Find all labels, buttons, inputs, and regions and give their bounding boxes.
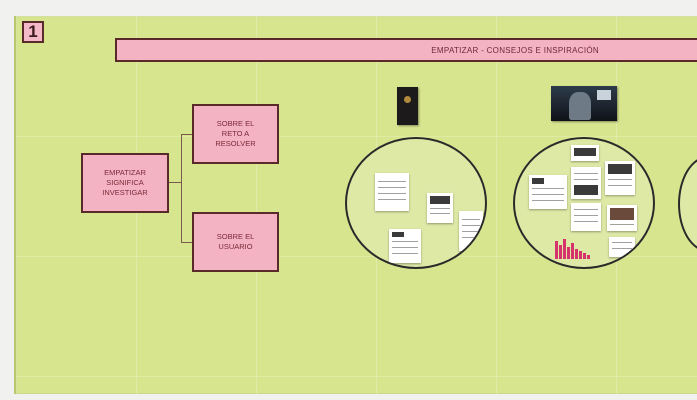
document-thumbnail[interactable] (427, 193, 453, 223)
sobre-el-usuario-box-text: SOBRE EL USUARIO (217, 232, 255, 252)
inspiration-circle-3[interactable] (678, 156, 697, 252)
box-line: RESOLVER (215, 139, 256, 148)
connector-line (181, 242, 192, 243)
sobre-el-usuario-box[interactable]: SOBRE EL USUARIO (192, 212, 279, 272)
person-photo-image[interactable] (551, 86, 617, 121)
document-thumbnail[interactable] (571, 167, 601, 199)
document-thumbnail[interactable] (571, 145, 599, 161)
connector-line (169, 182, 181, 183)
title-banner[interactable]: EMPATIZAR - CONSEJOS E INSPIRACIÓN (115, 38, 697, 62)
box-line: SOBRE EL (216, 232, 255, 241)
connector-line (181, 134, 192, 135)
pink-bar-chart-thumbnail[interactable] (555, 237, 595, 259)
prezi-canvas[interactable]: 1 EMPATIZAR - CONSEJOS E INSPIRACIÓN EMP… (14, 16, 697, 394)
box-line: SIGNIFICA (106, 178, 144, 187)
empatizar-box[interactable]: EMPATIZAR SIGNIFICA INVESTIGAR (81, 153, 169, 213)
document-thumbnail[interactable] (389, 229, 421, 263)
box-line: INVESTIGAR (102, 188, 148, 197)
sobre-el-reto-box[interactable]: SOBRE EL RETO A RESOLVER (192, 104, 279, 164)
inspiration-circle-1[interactable] (345, 137, 487, 269)
document-thumbnail[interactable] (571, 203, 601, 231)
document-thumbnail[interactable] (607, 205, 637, 231)
empatizar-box-text: EMPATIZAR SIGNIFICA INVESTIGAR (102, 168, 147, 198)
document-thumbnail[interactable] (609, 237, 635, 257)
box-line: RETO A (221, 129, 250, 138)
box-line: USUARIO (218, 242, 253, 251)
inspiration-circle-2[interactable] (513, 137, 655, 269)
document-thumbnail[interactable] (605, 161, 635, 195)
book-cover-image[interactable] (397, 87, 418, 125)
box-line: EMPATIZAR (104, 168, 146, 177)
box-line: SOBRE EL (216, 119, 255, 128)
document-thumbnail[interactable] (459, 211, 483, 251)
document-thumbnail[interactable] (529, 175, 567, 209)
connector-line (181, 134, 182, 242)
document-thumbnail[interactable] (375, 173, 409, 211)
sobre-el-reto-box-text: SOBRE EL RETO A RESOLVER (215, 119, 255, 149)
frame-number-badge[interactable]: 1 (22, 21, 44, 43)
